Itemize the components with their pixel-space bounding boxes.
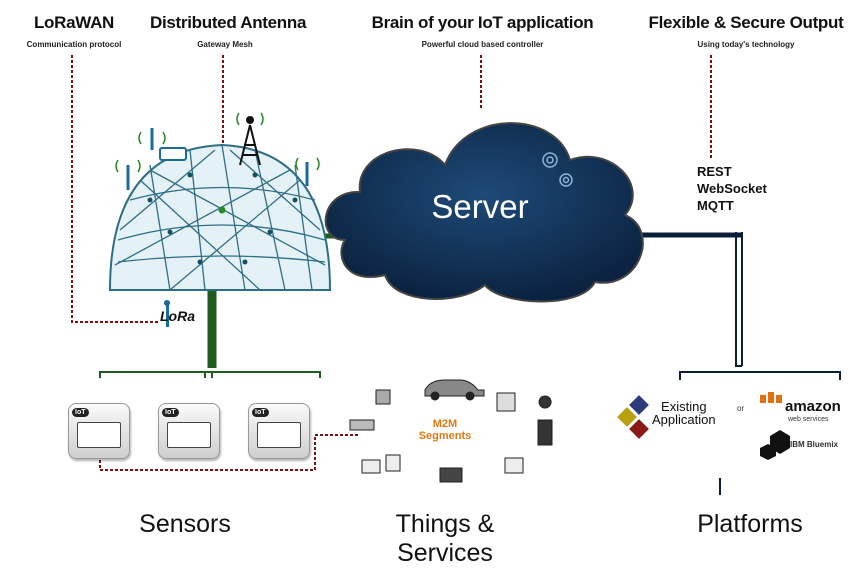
router-icon bbox=[159, 147, 187, 161]
antenna-subtitle: Gateway Mesh bbox=[197, 40, 253, 49]
bluemix-icon bbox=[760, 430, 790, 460]
server-cloud bbox=[324, 122, 644, 303]
protocol-websocket: WebSocket bbox=[697, 181, 767, 196]
output-subtitle: Using today's technology bbox=[697, 40, 795, 49]
things-label-line2: Services bbox=[397, 539, 493, 567]
sensor-board bbox=[257, 422, 301, 448]
iot-tag: IoT bbox=[72, 408, 89, 417]
signal-waves bbox=[115, 112, 320, 173]
aws-icon bbox=[760, 392, 782, 403]
m2m-line2: Segments bbox=[418, 430, 472, 442]
iot-tag: IoT bbox=[162, 408, 179, 417]
lorawan-subtitle: Communication protocol bbox=[26, 40, 122, 49]
meter-icon bbox=[375, 389, 391, 405]
things-icons bbox=[349, 379, 553, 483]
sensor-board bbox=[167, 422, 211, 448]
protocol-mqtt: MQTT bbox=[697, 198, 734, 213]
existing-line1: Existing bbox=[661, 399, 707, 414]
server-label: Server bbox=[431, 188, 529, 225]
lora-logo: LoRa bbox=[160, 308, 195, 324]
sensors-label: Sensors bbox=[139, 510, 231, 538]
keypad-icon bbox=[439, 467, 463, 483]
terminal-icon bbox=[504, 457, 524, 474]
platforms-label: Platforms bbox=[697, 510, 803, 538]
computer-icon bbox=[361, 459, 381, 474]
sensor-device: IoT bbox=[68, 403, 130, 459]
sensor-board bbox=[77, 422, 121, 448]
m2m-line1: M2M bbox=[432, 418, 458, 430]
m2m-segments-label: M2M Segments bbox=[415, 418, 475, 442]
aws-sub-label: web services bbox=[788, 416, 829, 423]
amazon-label: amazon bbox=[785, 398, 841, 415]
or-label: or bbox=[737, 404, 745, 413]
protocol-list: REST WebSocket MQTT bbox=[697, 163, 767, 214]
gears-icon bbox=[542, 152, 573, 187]
existing-app-icon bbox=[617, 395, 649, 439]
output-title: Flexible & Secure Output bbox=[648, 13, 844, 32]
tools-icon bbox=[349, 419, 375, 431]
existing-application-label: Existing Application bbox=[652, 400, 716, 426]
person-icon bbox=[537, 395, 553, 446]
lorawan-title: LoRaWAN bbox=[33, 13, 115, 32]
iot-tag: IoT bbox=[252, 408, 269, 417]
brain-title: Brain of your IoT application bbox=[371, 13, 594, 32]
lorawan-connector bbox=[71, 55, 158, 323]
brain-subtitle: Powerful cloud based controller bbox=[421, 40, 544, 49]
lora-antenna-icon bbox=[164, 300, 170, 327]
things-label-line1: Things & bbox=[395, 510, 495, 538]
antenna-title: Distributed Antenna bbox=[150, 13, 307, 32]
sensor-device: IoT bbox=[158, 403, 220, 459]
gateway-mesh bbox=[108, 143, 332, 291]
map-icon bbox=[496, 392, 516, 412]
protocol-rest: REST bbox=[697, 164, 732, 179]
existing-line2: Application bbox=[652, 412, 716, 427]
sensor-device: IoT bbox=[248, 403, 310, 459]
mesh-nodes bbox=[147, 172, 298, 265]
tower-icon bbox=[239, 124, 261, 166]
bluemix-label: IBM Bluemix bbox=[790, 440, 839, 449]
sensors-bottom-connector bbox=[99, 425, 360, 471]
gateway-antennas bbox=[126, 128, 309, 190]
